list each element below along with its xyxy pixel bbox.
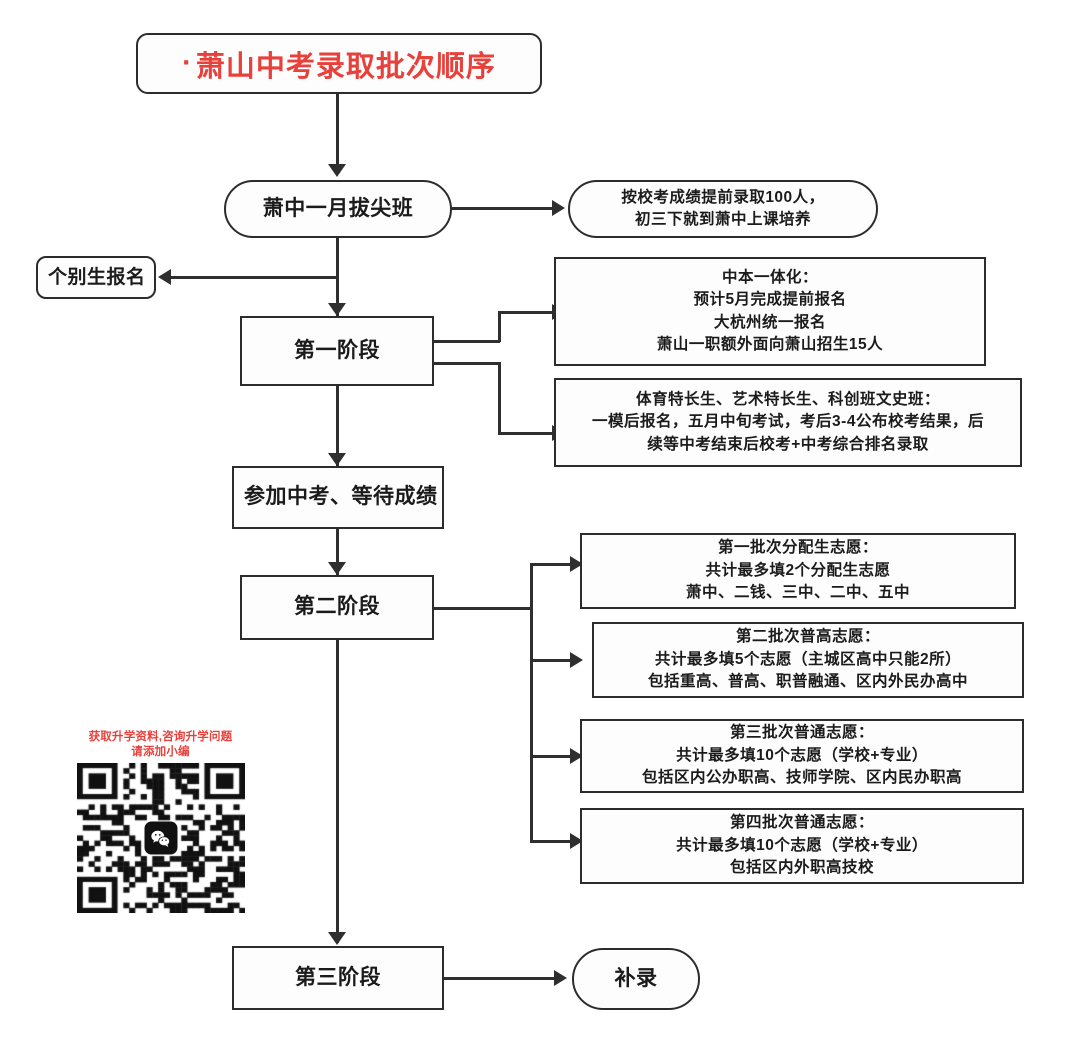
arrowhead-exam-to-stage2 bbox=[328, 562, 346, 575]
node-zhongben-line3: 大杭州统一报名 bbox=[713, 313, 826, 331]
node-zhongben[interactable]: 中本一体化： 预计5月完成提前报名 大杭州统一报名 萧山一职额外面向萧山招生15… bbox=[554, 257, 986, 366]
node-stage3-label: 第三阶段 bbox=[295, 965, 381, 989]
qr-promo-block: 获取升学资料,咨询升学问题 请添加小编 bbox=[68, 730, 253, 914]
node-batch4-line2: 共计最多填10个志愿（学校+专业） bbox=[676, 836, 928, 854]
node-batch3[interactable]: 第三批次普通志愿： 共计最多填10个志愿（学校+专业） 包括区内公办职高、技师学… bbox=[580, 719, 1024, 793]
arrowhead-to-individual-signup bbox=[158, 269, 171, 285]
connector-stage1-to-special-v bbox=[498, 362, 501, 434]
arrowhead-topclass-to-stage1 bbox=[328, 303, 346, 316]
qr-caption-line1: 获取升学资料,咨询升学问题 bbox=[88, 731, 233, 743]
node-special-students[interactable]: 体育特长生、艺术特长生、科创班文史班： 一模后报名，五月中旬考试，考后3-4公布… bbox=[554, 378, 1022, 467]
node-top-class-label: 萧中一月拔尖班 bbox=[262, 196, 414, 220]
node-top-class-detail-line1: 按校考成绩提前录取100人， bbox=[621, 188, 825, 206]
node-exam-wait-label: 参加中考、等待成绩 bbox=[244, 485, 438, 509]
connector-topclass-to-detail bbox=[452, 207, 556, 210]
arrowhead-title-to-topclass bbox=[328, 164, 346, 177]
arrowhead-stage2-to-stage3 bbox=[328, 932, 346, 945]
connector-stage2-to-batch4 bbox=[530, 840, 576, 843]
node-zhongben-line4: 萧山一职额外面向萧山招生15人 bbox=[656, 335, 884, 353]
node-zhongben-line2: 预计5月完成提前报名 bbox=[693, 291, 847, 309]
node-special-line3: 续等中考结束后校考+中考综合排名录取 bbox=[647, 435, 929, 453]
arrowhead-stage2-to-batch3 bbox=[570, 748, 583, 764]
title-bullet-icon: · bbox=[182, 47, 192, 79]
arrowhead-stage1-to-exam bbox=[328, 453, 346, 466]
connector-stage2-trunk-h bbox=[434, 607, 532, 610]
connector-stage2-to-batch3 bbox=[530, 755, 576, 758]
wechat-icon bbox=[144, 821, 177, 855]
connector-to-individual-signup bbox=[170, 276, 338, 279]
connector-stage1-to-exam bbox=[336, 386, 339, 466]
node-top-class-detail-line2: 初三下就到萧中上课培养 bbox=[634, 211, 811, 228]
node-batch3-line1: 第三批次普通志愿： bbox=[729, 724, 874, 742]
node-batch1[interactable]: 第一批次分配生志愿： 共计最多填2个分配生志愿 萧中、二钱、三中、二中、五中 bbox=[580, 533, 1016, 609]
node-top-class-detail[interactable]: 按校考成绩提前录取100人， 初三下就到萧中上课培养 bbox=[568, 180, 878, 238]
node-batch2[interactable]: 第二批次普高志愿： 共计最多填5个志愿（主城区高中只能2所） 包括重高、普高、职… bbox=[592, 622, 1024, 698]
connector-stage1-to-special-h1 bbox=[434, 362, 500, 365]
node-batch4[interactable]: 第四批次普通志愿： 共计最多填10个志愿（学校+专业） 包括区内外职高技校 bbox=[580, 808, 1024, 884]
connector-stage2-trunk-v bbox=[530, 564, 533, 842]
connector-stage1-to-special-h2 bbox=[498, 432, 556, 435]
node-batch1-line3: 萧中、二钱、三中、二中、五中 bbox=[685, 584, 910, 602]
node-stage3[interactable]: 第三阶段 bbox=[232, 946, 444, 1010]
node-batch2-line1: 第二批次普高志愿： bbox=[735, 628, 880, 646]
node-batch4-line1: 第四批次普通志愿： bbox=[729, 814, 874, 832]
node-batch4-line3: 包括区内外职高技校 bbox=[729, 859, 874, 877]
node-special-line2: 一模后报名，五月中旬考试，考后3-4公布校考结果，后 bbox=[592, 413, 984, 431]
arrowhead-stage2-to-batch1 bbox=[570, 556, 583, 572]
node-zhongben-line1: 中本一体化： bbox=[721, 268, 818, 286]
node-batch3-line2: 共计最多填10个志愿（学校+专业） bbox=[676, 746, 928, 764]
node-batch1-line2: 共计最多填2个分配生志愿 bbox=[705, 561, 891, 579]
chart-title-box: · 萧山中考录取批次顺序 bbox=[136, 33, 542, 94]
node-batch1-line1: 第一批次分配生志愿： bbox=[717, 539, 878, 557]
connector-stage2-to-stage3 bbox=[336, 640, 339, 943]
qr-code[interactable] bbox=[76, 763, 245, 914]
arrowhead-stage3-to-supplement bbox=[554, 970, 567, 986]
node-supplement-label: 补录 bbox=[614, 966, 658, 990]
qr-caption-line2: 请添加小编 bbox=[131, 745, 190, 758]
node-exam-wait[interactable]: 参加中考、等待成绩 bbox=[232, 466, 444, 529]
connector-stage1-to-zhongben-h1 bbox=[434, 340, 500, 343]
connector-stage1-to-zhongben-v bbox=[498, 312, 501, 342]
node-individual-signup[interactable]: 个别生报名 bbox=[36, 256, 156, 299]
node-stage2[interactable]: 第二阶段 bbox=[240, 575, 434, 640]
connector-title-to-topclass bbox=[336, 94, 339, 166]
connector-stage2-to-batch2 bbox=[530, 659, 576, 662]
node-supplement[interactable]: 补录 bbox=[572, 948, 700, 1010]
connector-stage1-to-zhongben-h2 bbox=[498, 311, 556, 314]
connector-stage2-to-batch1 bbox=[530, 563, 576, 566]
node-stage1-label: 第一阶段 bbox=[294, 338, 380, 362]
node-special-line1: 体育特长生、艺术特长生、科创班文史班： bbox=[635, 390, 940, 408]
connector-stage3-to-supplement bbox=[444, 977, 558, 980]
node-top-class[interactable]: 萧中一月拔尖班 bbox=[224, 180, 452, 238]
arrowhead-stage2-to-batch4 bbox=[570, 833, 583, 849]
node-batch2-line2: 共计最多填5个志愿（主城区高中只能2所） bbox=[654, 650, 962, 668]
node-stage1[interactable]: 第一阶段 bbox=[240, 316, 434, 386]
node-stage2-label: 第二阶段 bbox=[294, 595, 380, 619]
arrowhead-topclass-to-detail bbox=[552, 200, 565, 216]
node-individual-signup-label: 个别生报名 bbox=[48, 266, 146, 288]
arrowhead-stage2-to-batch2 bbox=[570, 652, 583, 668]
page-title: 萧山中考录取批次顺序 bbox=[195, 50, 496, 83]
node-batch2-line3: 包括重高、普高、职普融通、区内外民办高中 bbox=[647, 673, 968, 691]
connector-exam-to-stage2 bbox=[336, 529, 339, 575]
node-batch3-line3: 包括区内公办职高、技师学院、区内民办职高 bbox=[641, 769, 962, 787]
